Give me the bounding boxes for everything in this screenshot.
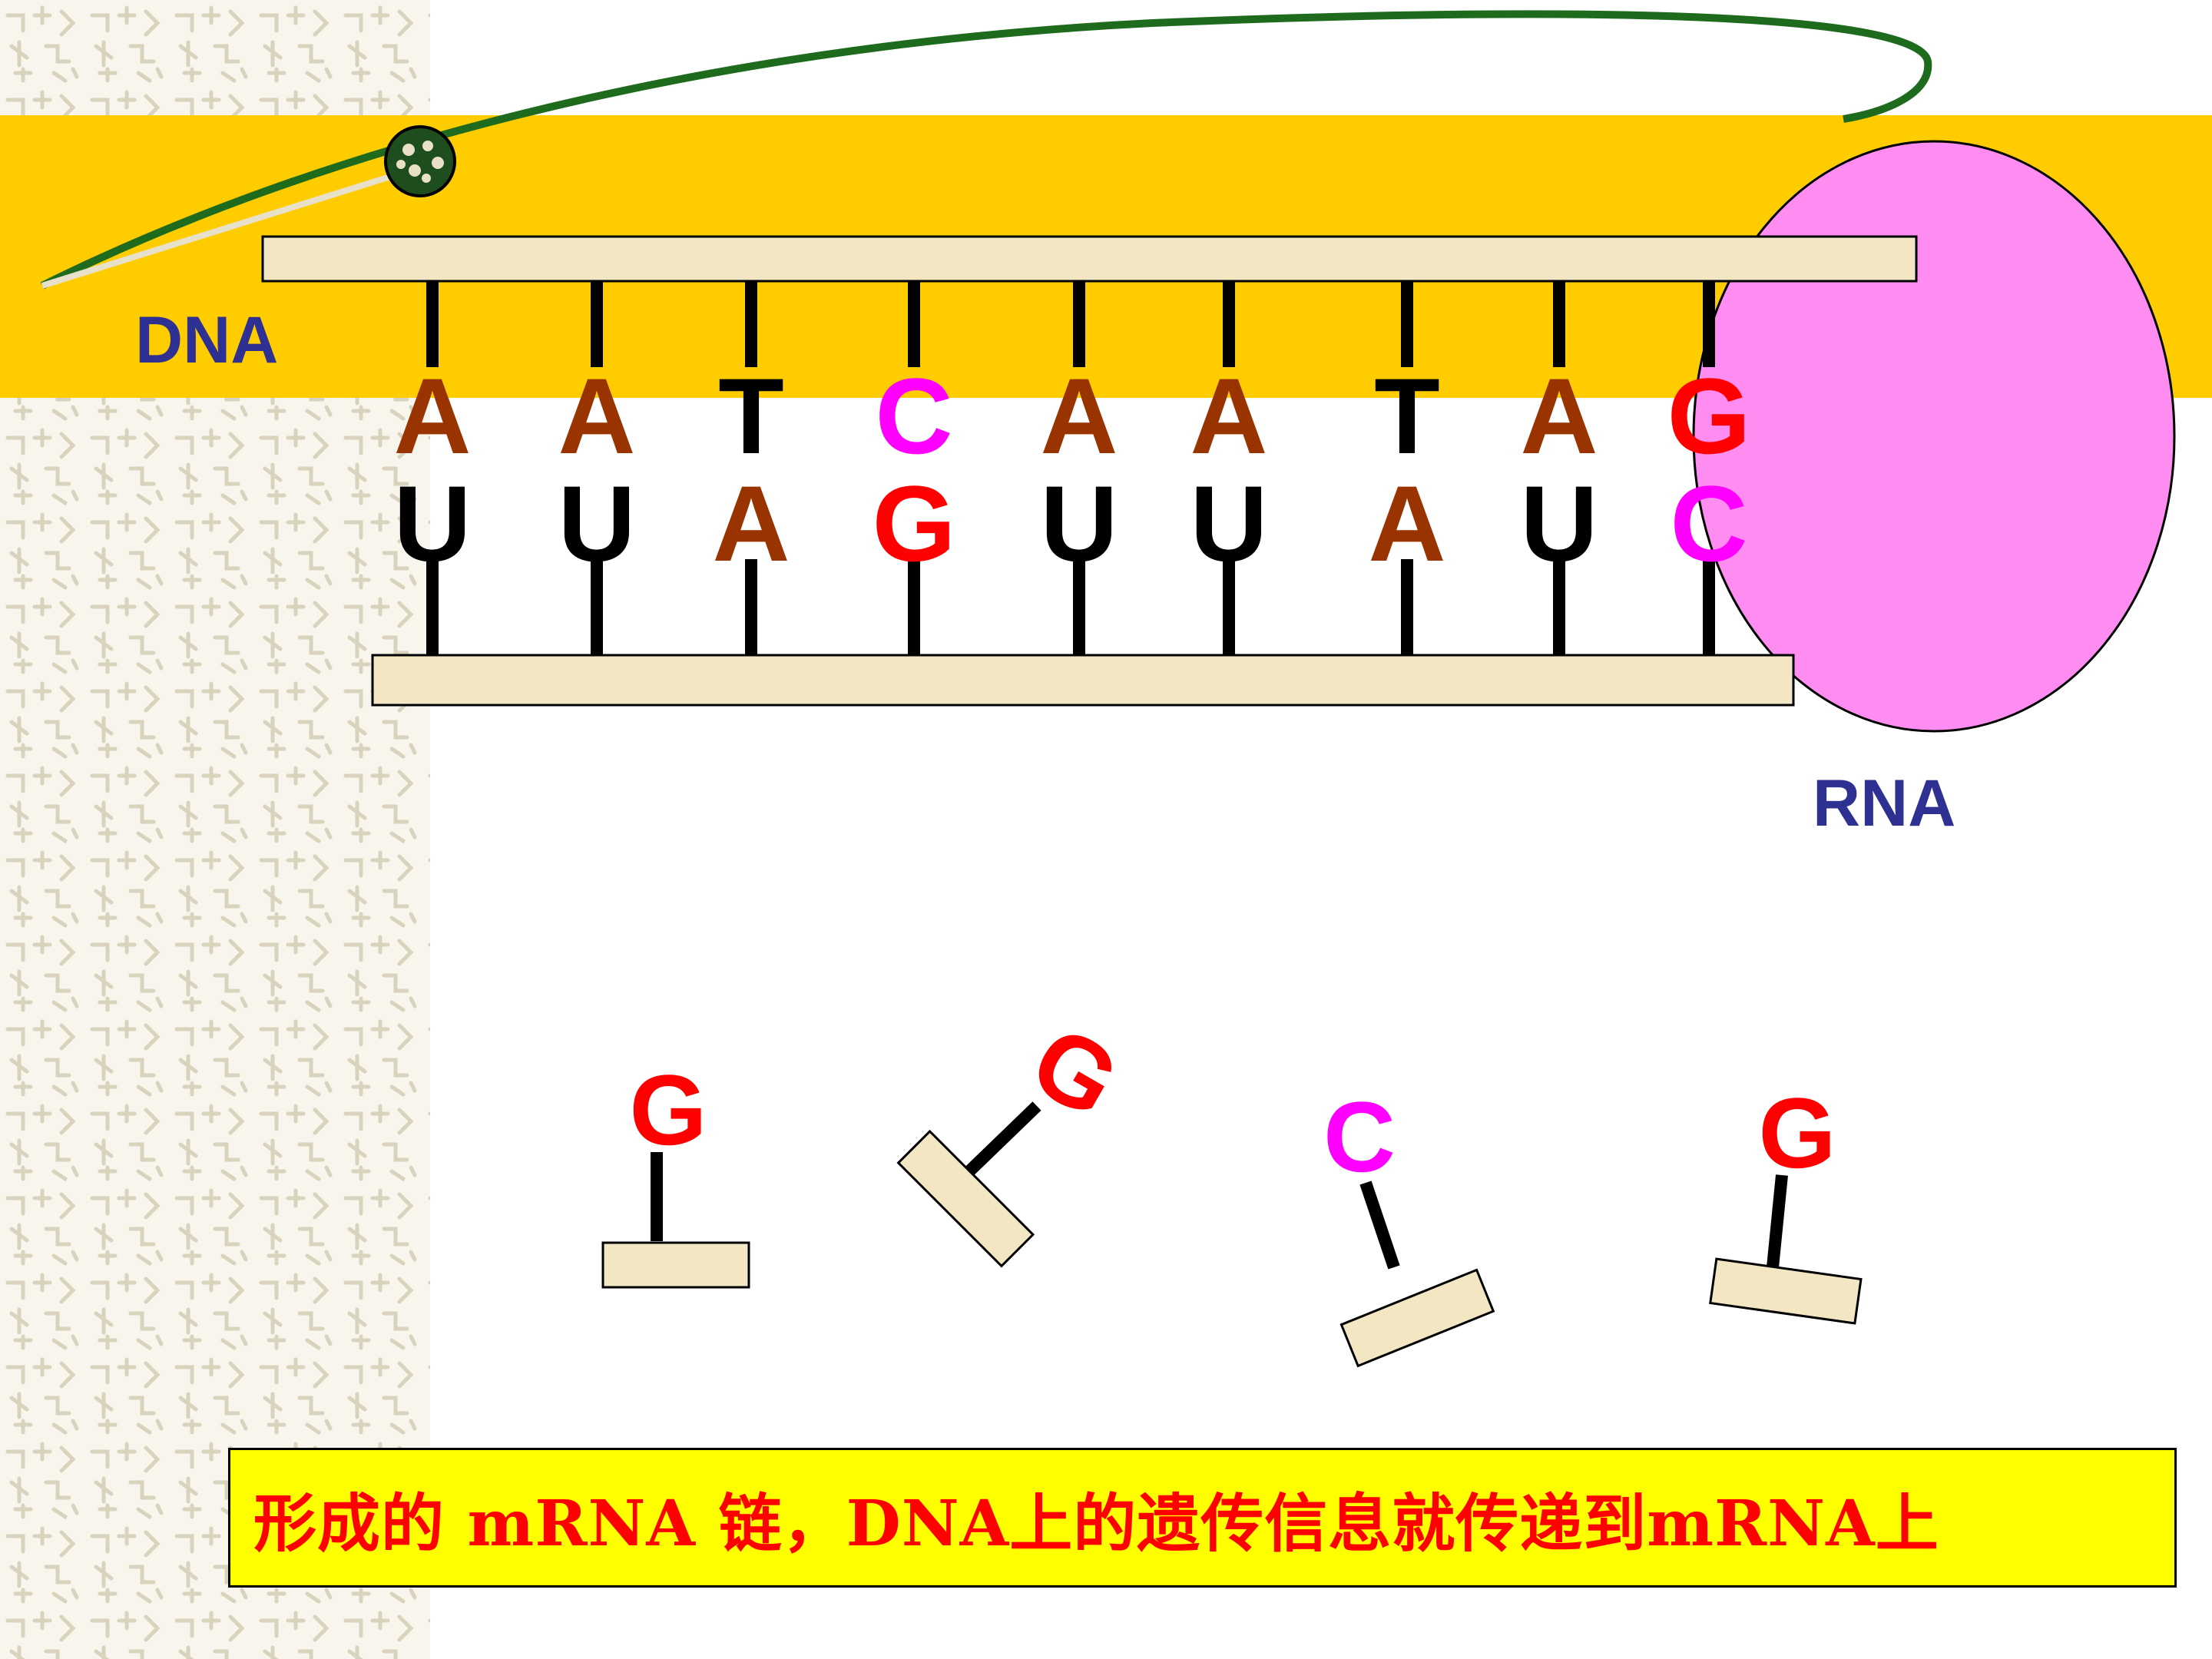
top-strand-base: A: [558, 356, 635, 476]
bottom-strand-base: U: [1190, 463, 1267, 584]
free-nucleotide: C: [1323, 1081, 1495, 1368]
mrna-bottom-strand: [371, 654, 1795, 707]
free-nucleotide-sugar: [1339, 1268, 1495, 1368]
top-strand-base: A: [1520, 356, 1598, 476]
caption-text: 形成的 mRNA 链，DNA上的遗传信息就传递到mRNA上: [253, 1486, 1939, 1561]
bottom-strand-base: A: [712, 463, 790, 584]
bottom-strand-base: U: [558, 463, 635, 584]
free-nucleotide-base: G: [1758, 1077, 1836, 1189]
nucleus-bead-icon: [384, 125, 456, 197]
bottom-strand-base: U: [1520, 463, 1598, 584]
rna-label: RNA: [1813, 767, 1955, 840]
rna-polymerase: [1692, 140, 2176, 733]
top-strand-base: A: [393, 356, 471, 476]
dna-label: DNA: [135, 303, 278, 377]
free-nucleotide: G: [601, 1054, 750, 1289]
free-nucleotide-sugar: [1709, 1257, 1863, 1325]
top-strand-base: G: [1667, 356, 1751, 476]
top-strand-base: T: [718, 356, 784, 476]
tether-tail: [41, 166, 416, 289]
bottom-strand-base: U: [393, 463, 471, 584]
free-nucleotide-base: G: [629, 1054, 707, 1166]
bottom-strand-base: U: [1040, 463, 1118, 584]
bottom-strand-base: C: [1670, 463, 1747, 584]
free-nucleotide-sugar: [601, 1241, 750, 1289]
bottom-strand-base: G: [873, 463, 956, 584]
free-nucleotide: G: [896, 1003, 1137, 1268]
bottom-strand-base: A: [1368, 463, 1445, 584]
free-nucleotide-sugar: [896, 1129, 1035, 1268]
top-strand-base: T: [1374, 356, 1440, 476]
free-nucleotide-stick: [1359, 1181, 1400, 1270]
top-strand-base: A: [1190, 356, 1267, 476]
free-nucleotide-stick: [1767, 1174, 1788, 1268]
free-nucleotide-stick: [965, 1101, 1041, 1176]
tether-curve: [40, 10, 1932, 290]
free-nucleotide: G: [1709, 1077, 1863, 1325]
caption-box: 形成的 mRNA 链，DNA上的遗传信息就传递到mRNA上: [228, 1448, 2177, 1588]
free-nucleotide-base: C: [1323, 1081, 1396, 1193]
top-strand-base: C: [875, 356, 952, 476]
top-strand-base: A: [1040, 356, 1118, 476]
dna-top-strand: [261, 235, 1918, 283]
